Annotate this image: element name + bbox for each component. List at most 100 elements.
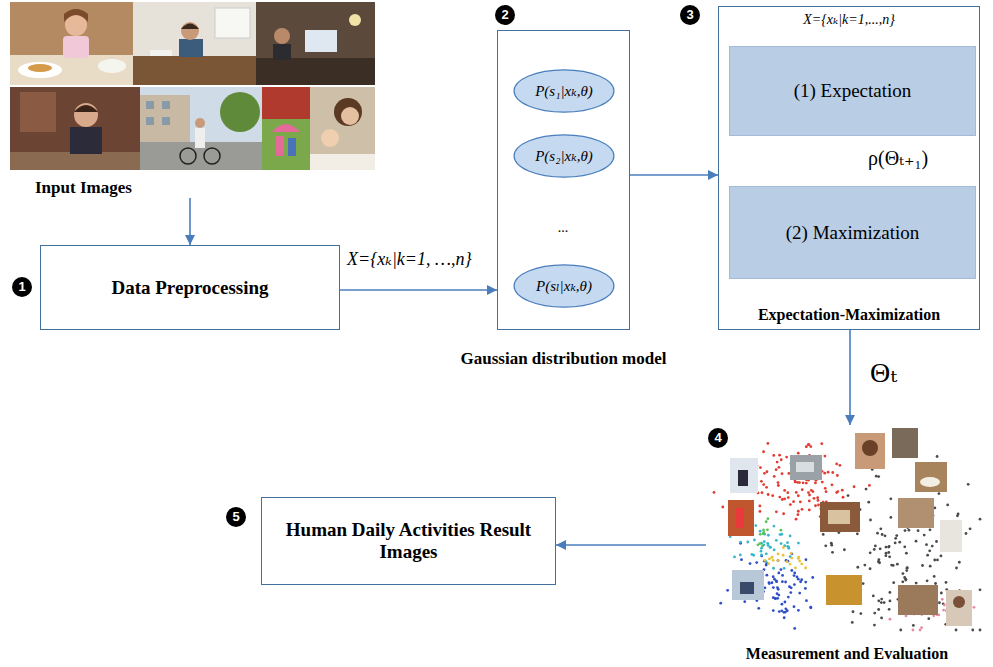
scatter-dot — [758, 505, 761, 508]
scatter-dot — [928, 549, 931, 552]
scatter-dot — [888, 545, 891, 548]
node-label: Input Images — [35, 178, 132, 198]
scatter-dot — [775, 468, 778, 471]
photo-paper — [150, 50, 172, 56]
scatter-dot — [797, 510, 800, 513]
photo-figure — [74, 105, 98, 112]
scatter-dot — [804, 567, 807, 570]
scatter-dot — [853, 485, 856, 488]
scatter-dot — [777, 481, 780, 484]
scatter-dot — [823, 472, 826, 475]
scatter-dot — [894, 541, 897, 544]
scatter-dot — [875, 475, 878, 478]
scatter-dot — [842, 496, 845, 499]
scatter-dot — [793, 574, 796, 577]
scatter-dot — [883, 601, 886, 604]
scatter-dot — [887, 551, 890, 554]
scatter-dot — [967, 483, 970, 486]
scatter-dot — [836, 490, 839, 493]
scatter-dot — [831, 551, 834, 554]
scatter-dot — [921, 564, 924, 567]
scatter-dot — [762, 529, 765, 532]
callout-number: 3 — [680, 5, 700, 25]
scatter-plot — [713, 442, 982, 631]
scatter-dot — [746, 541, 749, 544]
scatter-dot — [933, 575, 936, 578]
scatter-dot — [760, 480, 763, 483]
scatter-dot — [784, 581, 787, 584]
scatter-dot — [979, 629, 982, 632]
scatter-dot — [809, 445, 812, 448]
node-label: X={xₖ|k=1,...,n} — [719, 11, 979, 28]
scatter-dot — [896, 563, 899, 566]
scatter-dot — [946, 504, 949, 507]
scatter-dot — [847, 494, 850, 497]
photo-monitor — [305, 30, 337, 52]
scatter-dot — [797, 578, 800, 581]
scatter-dot — [888, 555, 891, 558]
scatter-dot — [772, 575, 775, 578]
scatter-dot — [780, 568, 783, 571]
scatter-dot — [814, 504, 817, 507]
scatter-dot — [768, 558, 771, 561]
scatter-dot — [787, 496, 790, 499]
scatter-dot — [936, 455, 939, 458]
scatter-dot — [777, 594, 780, 597]
photo-lamp — [349, 14, 361, 26]
scatter-dot — [876, 532, 879, 535]
scatter-dot — [936, 559, 939, 562]
scatter-dot — [739, 541, 742, 544]
scatter-dot — [749, 562, 752, 565]
scatter-dot — [905, 552, 908, 555]
thumbnail — [828, 510, 850, 524]
scatter-dot — [873, 624, 876, 627]
scatter-dot — [940, 592, 943, 595]
scatter-dot — [781, 472, 784, 475]
scatter-dot — [790, 557, 793, 560]
scatter-dot — [765, 486, 768, 489]
probability-ellipse: P(s₁|xₖ,θ) — [512, 68, 616, 114]
scatter-dot — [787, 596, 790, 599]
callout-number: 2 — [495, 5, 515, 25]
photo-figure — [195, 128, 205, 148]
scatter-dot — [719, 602, 722, 605]
scatter-dot — [795, 518, 798, 521]
flow-arrow — [340, 289, 497, 291]
photo-figure — [181, 24, 199, 30]
scatter-dot — [777, 559, 780, 562]
ellipse-shape — [514, 265, 614, 307]
scatter-dot — [926, 579, 929, 582]
scatter-dot — [782, 546, 785, 549]
photo-figure — [64, 9, 88, 22]
scatter-dot — [822, 533, 825, 536]
scatter-dot — [768, 581, 771, 584]
photo — [133, 2, 256, 85]
photo-wall — [20, 92, 56, 132]
scatter-dot — [890, 564, 893, 567]
result-box: Human Daily Activities Result Images — [261, 497, 556, 585]
scatter-dot — [765, 564, 768, 567]
scatter-dot — [940, 555, 943, 558]
scatter-dot — [856, 532, 859, 535]
scatter-dot — [933, 559, 936, 562]
scatter-dot — [775, 580, 778, 583]
photo-figure — [74, 103, 98, 127]
scatter-dot — [971, 629, 974, 632]
scatter-dot — [787, 560, 790, 563]
scatter-dot — [771, 494, 774, 497]
scatter-dot — [917, 529, 920, 532]
scatter-dot — [751, 553, 754, 556]
thumbnail — [820, 502, 860, 532]
scatter-dot — [979, 588, 982, 591]
scatter-dot — [776, 461, 779, 464]
scatter-dot — [754, 524, 757, 527]
node-label: Gaussian distribution model — [461, 349, 667, 369]
scatter-dot — [938, 601, 941, 604]
photo-food — [28, 64, 52, 72]
photo — [10, 87, 140, 170]
scatter-dot — [760, 550, 763, 553]
photo-figure — [276, 136, 284, 156]
scatter-dot — [805, 445, 808, 448]
node-label: Data Preprocessing — [111, 277, 268, 299]
photo-figure — [321, 129, 339, 147]
